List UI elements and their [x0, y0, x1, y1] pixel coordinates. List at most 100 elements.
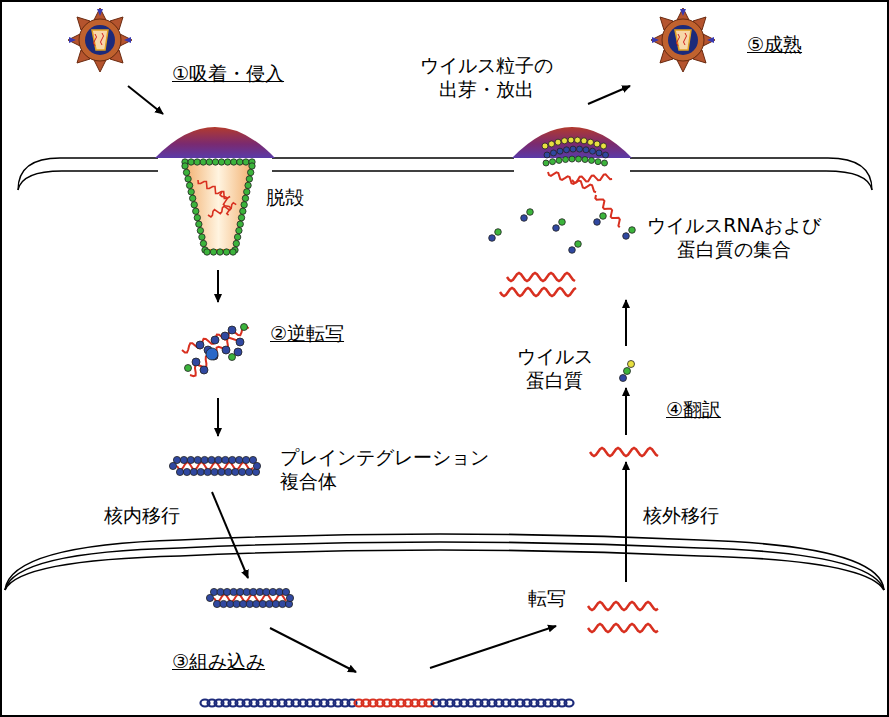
protein-dot	[242, 195, 248, 201]
protein-dot	[196, 341, 204, 349]
protein-dot	[225, 468, 232, 475]
protein-dot	[272, 600, 279, 607]
protein-dot	[564, 147, 570, 153]
protein-dot	[570, 146, 576, 152]
process-label: 核外移行	[643, 504, 719, 528]
protein-dot	[211, 468, 218, 475]
protein-dot	[237, 159, 243, 165]
protein-dot	[200, 240, 206, 246]
protein-dot	[521, 215, 528, 222]
protein-dot	[600, 213, 607, 220]
protein-dot	[563, 157, 569, 163]
protein-dot	[559, 219, 566, 226]
protein-dot	[266, 600, 273, 607]
step-label: ⑤成熟	[747, 33, 802, 57]
protein-dot	[222, 456, 229, 463]
protein-dot	[192, 358, 200, 366]
protein-dot	[489, 235, 496, 242]
protein-dot	[199, 234, 205, 240]
protein-dot	[183, 468, 190, 475]
protein-dot	[185, 365, 192, 372]
protein-dot	[206, 159, 212, 165]
protein-dot	[544, 152, 550, 158]
protein-dot	[256, 588, 263, 595]
protein-dot	[236, 338, 244, 346]
protein-dot	[543, 160, 549, 166]
protein-dot	[238, 214, 244, 220]
protein-dot	[594, 141, 600, 147]
rna-strand	[208, 203, 236, 217]
protein-dot	[495, 229, 502, 236]
protein-dot	[242, 456, 249, 463]
process-label: ウイルス 蛋白質	[511, 345, 598, 393]
protein-dot	[188, 189, 194, 195]
protein-dot	[215, 456, 222, 463]
step-label: ③組み込み	[172, 650, 265, 674]
protein-dot	[594, 219, 601, 226]
protein-dot	[218, 159, 224, 165]
process-label: 脱殻	[266, 186, 304, 210]
protein-dot	[263, 588, 270, 595]
protein-dot	[542, 143, 548, 149]
protein-dot	[577, 146, 583, 152]
protein-dot	[243, 159, 249, 165]
protein-dot	[226, 600, 233, 607]
protein-dot	[237, 221, 243, 227]
protein-dot	[197, 227, 203, 233]
protein-dot	[575, 241, 582, 248]
protein-dot	[236, 456, 243, 463]
rna-strand	[588, 602, 658, 610]
protein-dot	[603, 152, 609, 158]
protein-dot	[185, 176, 191, 182]
protein-dot	[189, 195, 195, 201]
protein-dot	[223, 249, 229, 255]
rna-strand	[595, 195, 620, 227]
protein-dot	[213, 600, 220, 607]
protein-dot	[200, 366, 208, 374]
process-label: プレインテグレーション 複合体	[280, 446, 504, 494]
protein-dot	[194, 159, 200, 165]
rna-strand	[590, 448, 658, 456]
protein-dot	[169, 462, 176, 469]
protein-dot	[220, 600, 227, 607]
protein-dot	[188, 159, 194, 165]
protein-dot	[569, 156, 575, 162]
protein-dot	[223, 588, 230, 595]
protein-dot	[187, 456, 194, 463]
protein-dot	[221, 332, 229, 340]
protein-dot	[201, 456, 208, 463]
protein-dot	[233, 600, 240, 607]
protein-dot	[186, 182, 192, 188]
protein-dot	[176, 468, 183, 475]
protein-dot	[233, 240, 239, 246]
rna-strand	[588, 624, 658, 632]
protein-dot	[246, 600, 253, 607]
protein-dot	[191, 202, 197, 208]
protein-dot	[229, 354, 236, 361]
protein-dot	[208, 456, 215, 463]
protein-dot	[595, 159, 601, 165]
protein-dot	[562, 138, 568, 144]
protein-dot	[581, 138, 587, 144]
protein-dot	[217, 249, 223, 255]
protein-dot	[557, 148, 563, 154]
protein-dot	[628, 361, 635, 368]
protein-dot	[596, 150, 602, 156]
protein-dot	[624, 368, 631, 375]
rna-strand	[507, 273, 575, 281]
protein-dot	[249, 163, 255, 169]
process-label: ウイルス粒子の 出芽・放出	[414, 54, 558, 102]
protein-dot	[204, 249, 210, 255]
protein-dot	[569, 247, 576, 254]
protein-dot	[210, 249, 216, 255]
protein-dot	[230, 588, 237, 595]
protein-dot	[582, 157, 588, 163]
protein-dot	[243, 588, 250, 595]
protein-dot	[602, 160, 608, 166]
protein-dot	[206, 348, 218, 360]
protein-dot	[231, 159, 237, 165]
step-label: ②逆転写	[270, 322, 344, 346]
protein-dot	[247, 169, 253, 175]
protein-dot	[239, 468, 246, 475]
protein-dot	[575, 137, 581, 143]
